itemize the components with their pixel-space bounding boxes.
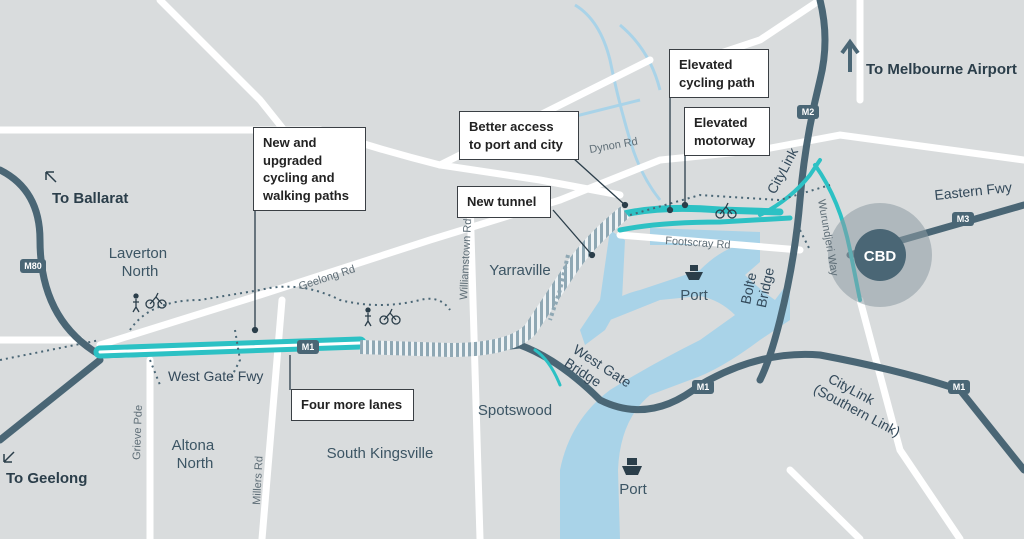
callout-cycling-paths: New and upgraded cycling and walking pat… [253, 127, 366, 212]
callout-elevated-cycling: Elevated cycling path [669, 49, 769, 99]
cyclist-pedestrian-icon [132, 202, 737, 327]
leader-tunnel-dot [588, 251, 596, 259]
shield-m1-bridge: M1 [692, 380, 714, 394]
bike-path-far-west [0, 339, 101, 361]
bike-path-elevated [629, 184, 831, 216]
direction-arrows [3, 38, 860, 463]
tunnel-alignment [359, 206, 630, 358]
label-to-ballarat: To Ballarat [52, 190, 128, 207]
label-spotswood: Spotswood [478, 402, 552, 419]
shield-m3: M3 [952, 212, 974, 226]
west-gate-bridge-road [516, 341, 1024, 474]
altona-line-2: North [177, 455, 214, 472]
new-tunnel [359, 206, 630, 358]
bolte-line-1: Bolte [737, 271, 759, 306]
label-geelong-rd: Geelong Rd [297, 263, 357, 293]
bike-path-dock [799, 229, 811, 251]
river-lines [559, 3, 662, 201]
williamstown-rd [466, 196, 484, 539]
label-yarraville: Yarraville [489, 262, 550, 279]
label-west-gate-fwy: West Gate Fwy [168, 368, 263, 384]
shield-m1-bridge-text: M1 [697, 382, 710, 392]
tunnel-ramp [548, 254, 570, 321]
callout-new-tunnel: New tunnel [457, 186, 551, 218]
arrow-up-icon [840, 38, 860, 72]
cbd-label: CBD [864, 248, 897, 265]
millers-rd [258, 296, 286, 539]
arrow-down-left-icon [3, 451, 15, 463]
bike-path-millers [229, 329, 242, 381]
citylink-ramp [758, 158, 822, 217]
shield-m1-east: M1 [948, 380, 970, 394]
label-laverton-north: Laverton North [109, 245, 172, 280]
label-south-kingsville: South Kingsville [327, 445, 434, 462]
freeway-shields: M80 M1 M1 M1 M2 M3 [20, 105, 974, 394]
ship-icon-lower-cabin [627, 458, 637, 465]
footscray-rd [616, 231, 804, 254]
yarra-river [560, 240, 790, 539]
ship-icon-lower [622, 466, 642, 475]
cbd-marker [854, 229, 906, 281]
label-to-melbourne-airport: To Melbourne Airport [866, 61, 1017, 78]
leader-elev-cycling-dot [666, 206, 674, 214]
label-citylink-southern: CityLink (Southern Link) [811, 367, 911, 440]
road-cbd-south [856, 296, 964, 539]
geelong-rd [96, 196, 564, 349]
leader-elev-motorway-dot [681, 201, 689, 209]
road-se [786, 466, 864, 539]
leader-tunnel [552, 209, 593, 256]
leader-port-dot [621, 201, 629, 209]
laverton-line-1: Laverton [109, 245, 167, 262]
label-altona-north: Altona North [172, 437, 219, 472]
maribyrnong-river [580, 230, 625, 345]
shield-m2-text: M2 [802, 107, 815, 117]
label-footscray-rd: Footscray Rd [665, 235, 731, 252]
laverton-line-2: North [122, 263, 159, 280]
elevated-motorway-line-2 [617, 215, 793, 233]
elevated-motorway-line [616, 204, 784, 219]
cycling-paths [0, 184, 831, 386]
ship-icon [622, 265, 703, 475]
creek-branch [619, 23, 662, 91]
callout-four-lanes: Four more lanes [291, 389, 414, 421]
altona-line-1: Altona [172, 437, 215, 454]
shield-m80-text: M80 [24, 261, 42, 271]
bike-path-grieve [149, 359, 161, 386]
callout-port-access: Better access to port and city [459, 111, 579, 161]
leader-port [572, 157, 626, 206]
creek-north [574, 3, 662, 201]
label-port-upper: Port [680, 287, 708, 304]
shield-m1-west: M1 [297, 340, 319, 354]
shield-m3-text: M3 [957, 214, 970, 224]
label-dynon-rd: Dynon Rd [588, 136, 638, 156]
label-to-geelong: To Geelong [6, 470, 87, 487]
spotswood-ramp [533, 348, 562, 387]
shield-m2: M2 [797, 105, 819, 119]
label-millers-rd: Millers Rd [251, 456, 266, 505]
arrow-up-left-icon [45, 171, 57, 183]
leader-cycling-dot [251, 326, 259, 334]
shield-m80: M80 [20, 259, 46, 273]
callout-elevated-motorway: Elevated motorway [684, 107, 770, 157]
shield-m1-west-text: M1 [302, 342, 315, 352]
m1-geelong [0, 356, 104, 444]
ship-icon-upper [685, 272, 703, 280]
water-bodies [560, 228, 790, 539]
ship-icon-upper-cabin [690, 265, 698, 271]
label-eastern-fwy: Eastern Fwy [934, 179, 1013, 203]
callout-leaders [251, 97, 689, 390]
label-port-lower: Port [619, 481, 647, 498]
label-williamstown-rd: Williamstown Rd [458, 218, 474, 300]
citylink-bolte [756, 0, 829, 384]
shield-m1-east-text: M1 [953, 382, 966, 392]
label-grieve-pde: Grieve Pde [131, 405, 145, 460]
